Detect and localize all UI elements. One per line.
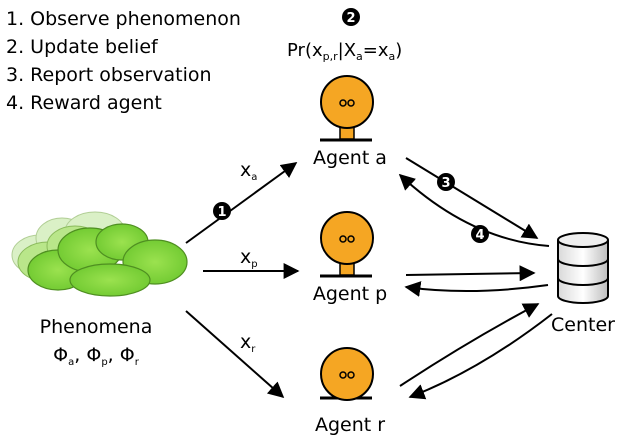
edge-agent-a-to-center xyxy=(405,157,539,239)
svg-text:2: 2 xyxy=(346,11,355,26)
edge-agent-p-to-center xyxy=(405,265,536,282)
agent-a-icon xyxy=(320,75,374,142)
svg-text:3: 3 xyxy=(441,176,450,191)
center-label: Center xyxy=(551,314,615,336)
svg-text:4: 4 xyxy=(475,228,484,243)
edge-label-r: xr xyxy=(240,331,256,355)
edge-label-p: xp xyxy=(240,246,258,270)
marker-1: 1 xyxy=(213,202,231,220)
phenomena-cloud-icon xyxy=(11,211,188,297)
edge-agent-r-to-center xyxy=(399,303,540,387)
edge-phenomena-agent-r xyxy=(185,310,285,399)
phenomena-phi: Φa, Φp, Φr xyxy=(53,344,140,368)
marker-4: 4 xyxy=(471,225,489,243)
belief-formula: Pr(xp,r|Xa=xa) xyxy=(287,40,402,63)
phenomena-label: Phenomena xyxy=(40,316,153,338)
edge-phenomena-agent-a xyxy=(185,162,298,244)
edge-center-to-agent-a xyxy=(398,173,550,247)
agent-r-icon xyxy=(320,347,374,401)
marker-3: 3 xyxy=(437,173,455,191)
center-database-icon xyxy=(557,232,609,304)
step-1: 1. Observe phenomenon xyxy=(6,8,241,30)
edge-center-to-agent-r xyxy=(408,313,553,400)
agent-a-label: Agent a xyxy=(313,147,387,169)
agent-r-label: Agent r xyxy=(315,414,385,436)
edge-label-a: xa xyxy=(240,159,257,183)
agent-p-label: Agent p xyxy=(313,283,387,305)
step-4: 4. Reward agent xyxy=(6,92,162,114)
step-2: 2. Update belief xyxy=(6,36,159,58)
svg-text:1: 1 xyxy=(217,205,226,220)
step-3: 3. Report observation xyxy=(6,64,212,86)
edge-center-to-agent-p xyxy=(404,281,549,297)
step-list: 1. Observe phenomenon 2. Update belief 3… xyxy=(6,8,241,114)
agent-p-icon xyxy=(320,211,374,278)
marker-2: 2 xyxy=(342,8,360,26)
